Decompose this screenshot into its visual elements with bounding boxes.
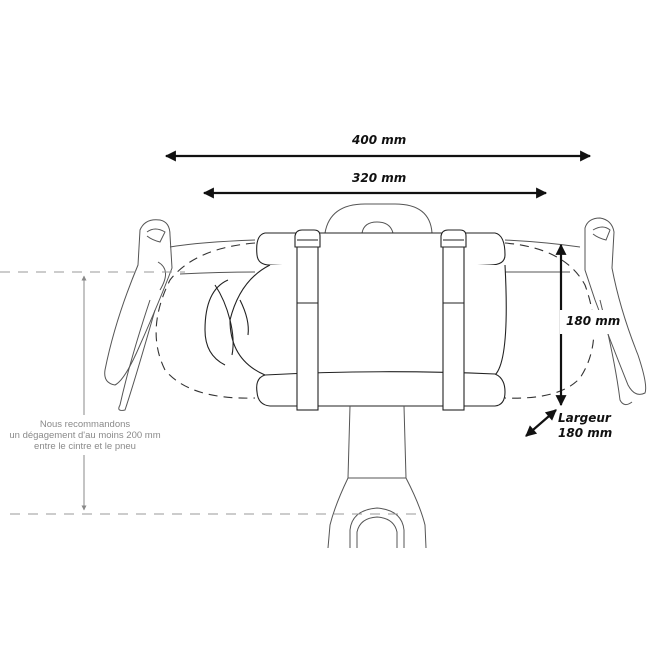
stem-and-fork (327, 405, 427, 549)
handlebar-width-label: 400 mm (352, 133, 407, 147)
right-buckle (440, 229, 467, 248)
clearance-note-line3: entre le cintre et le pneu (34, 441, 136, 452)
left-buckle (294, 229, 321, 248)
stem-top (324, 203, 433, 234)
clearance-note: Nous recommandons un dégagement d'au moi… (0, 419, 175, 452)
bag-straps (294, 229, 467, 411)
bag-width-arrow (525, 409, 557, 437)
left-strap (296, 242, 319, 411)
bag-width-value: 180 mm (558, 426, 613, 440)
bag-width-label: Largeur (558, 411, 611, 425)
right-strap (442, 242, 465, 411)
clearance-note-line2: un dégagement d'au moins 200 mm (9, 430, 161, 441)
clearance-lines (0, 271, 420, 515)
left-brake-lever (104, 219, 173, 411)
bag-length-label: 320 mm (352, 171, 407, 185)
bag-height-label: 180 mm (566, 314, 621, 328)
clearance-note-line1: Nous recommandons (39, 419, 131, 430)
